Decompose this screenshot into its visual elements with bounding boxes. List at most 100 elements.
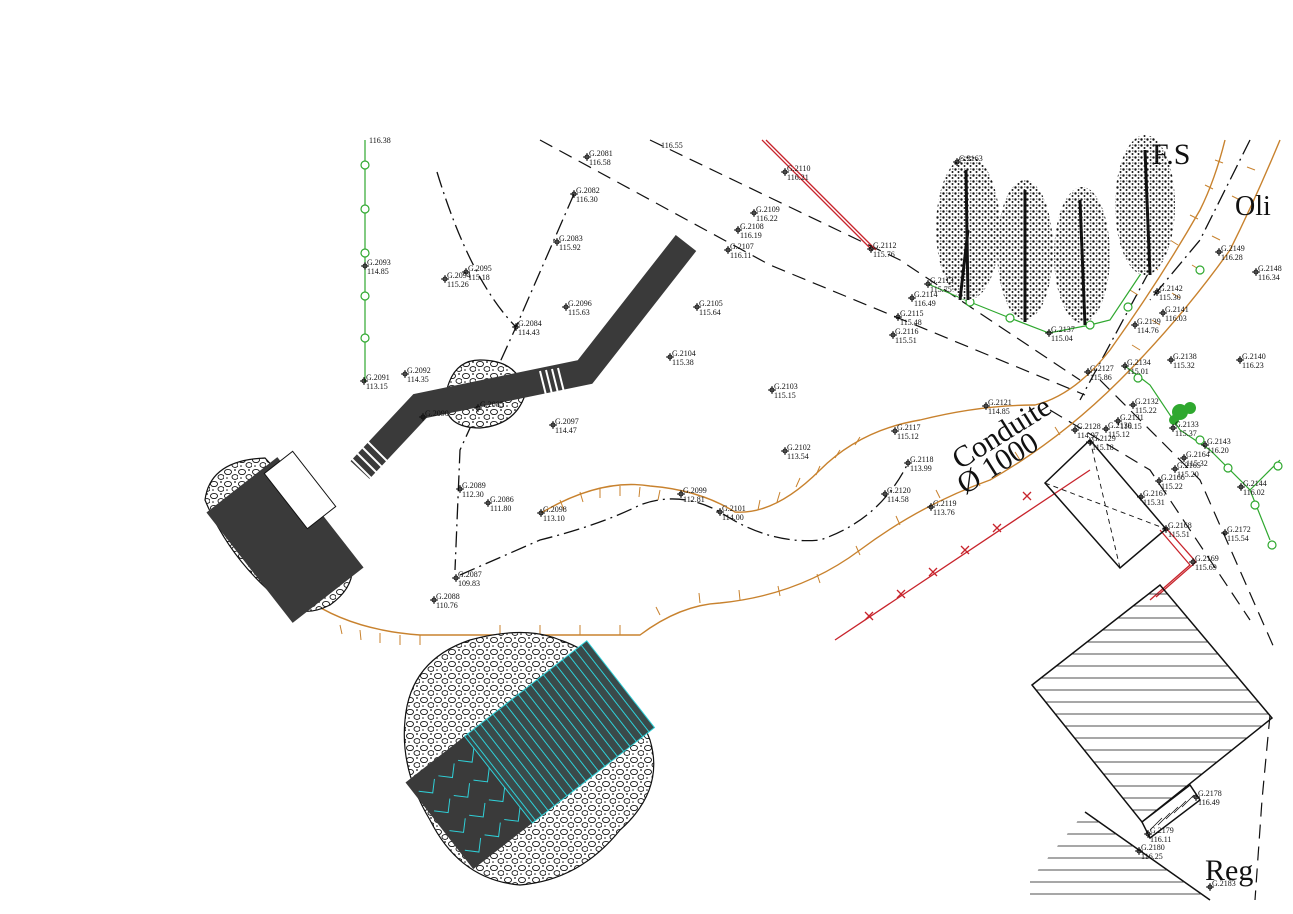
point-id: G.2183 <box>1212 879 1236 888</box>
point-id: G.2082 <box>576 186 600 195</box>
survey-marker-icon <box>1071 426 1079 434</box>
survey-marker-icon <box>1215 248 1223 256</box>
point-id: G.2104 <box>672 349 696 358</box>
point-id: G.2118 <box>910 455 933 464</box>
survey-marker-icon <box>1180 454 1188 462</box>
survey-marker-icon <box>666 353 674 361</box>
point-id: G.2108 <box>740 222 764 231</box>
point-id: G.2164 <box>1186 450 1210 459</box>
survey-marker-icon <box>1102 425 1110 433</box>
survey-marker-icon <box>1136 848 1142 854</box>
survey-marker-icon <box>1193 794 1199 800</box>
survey-marker-icon <box>553 238 561 246</box>
dark-building-left <box>206 450 364 623</box>
survey-marker-icon <box>1121 362 1129 370</box>
survey-marker-icon <box>1129 401 1137 409</box>
survey-marker-icon <box>882 491 888 497</box>
point-id: G.2097 <box>555 417 579 426</box>
survey-marker-icon <box>725 247 731 253</box>
point-id: G.2172 <box>1227 525 1251 534</box>
survey-marker-icon <box>1137 493 1145 501</box>
survey-marker-icon <box>462 268 470 276</box>
point-elevation: 115.20 <box>1177 470 1199 479</box>
tree-icon <box>1054 187 1110 326</box>
survey-marker-icon <box>361 262 369 270</box>
survey-marker-icon <box>419 413 427 421</box>
survey-marker-icon <box>782 169 788 175</box>
survey-marker-icon <box>563 304 569 310</box>
survey-marker-icon <box>1216 249 1222 255</box>
point-elevation: 114.85 <box>367 267 389 276</box>
survey-marker-icon <box>1115 418 1121 424</box>
point-id: G.2099 <box>683 486 707 495</box>
survey-marker-icon <box>1045 329 1053 337</box>
point-id: G.2132 <box>1135 397 1159 406</box>
point-id: G.2166 <box>1161 473 1185 482</box>
survey-marker-icon <box>442 276 448 282</box>
point-id: G.2095 <box>468 264 492 273</box>
point-id: G.2121 <box>988 398 1012 407</box>
point-elevation: 115.48 <box>900 318 922 327</box>
survey-marker-icon <box>927 503 935 511</box>
survey-marker-icon <box>1206 883 1214 891</box>
point-elevation: 115.18 <box>1092 443 1114 452</box>
point-elevation: 111.80 <box>490 504 511 513</box>
tree-row <box>936 135 1175 326</box>
survey-marker-icon <box>1192 793 1200 801</box>
survey-marker-icon <box>1238 484 1244 490</box>
survey-marker-icon <box>1237 483 1245 491</box>
survey-marker-icon <box>667 354 673 360</box>
point-elevation: 115.54 <box>1227 534 1249 543</box>
survey-marker-icon <box>1252 268 1260 276</box>
survey-marker-icon <box>717 509 723 515</box>
survey-marker-icon <box>402 371 408 377</box>
point-id: G.2092 <box>407 366 431 375</box>
survey-marker-icon <box>1163 526 1169 532</box>
point-elevation: 115.92 <box>559 243 581 252</box>
survey-marker-icon <box>1159 309 1167 317</box>
point-id: G.2101 <box>722 504 746 513</box>
elevation-label: 116.38 <box>369 136 391 145</box>
point-elevation: 116.20 <box>1207 446 1229 455</box>
survey-marker-icon <box>420 414 426 420</box>
point-id: G.2169 <box>1195 554 1219 563</box>
survey-marker-icon <box>457 486 463 492</box>
survey-marker-icon <box>890 332 896 338</box>
survey-point: G.2163 <box>953 154 983 166</box>
survey-marker-icon <box>781 168 789 176</box>
survey-marker-icon <box>1172 466 1178 472</box>
point-id: G.2128 <box>1077 422 1101 431</box>
point-id: G.2179 <box>1150 826 1174 835</box>
survey-marker-icon <box>750 209 758 217</box>
point-elevation: 115.76 <box>873 250 895 259</box>
survey-marker-icon <box>751 210 757 216</box>
point-id: G.2131 <box>1120 413 1144 422</box>
point-id: G.2142 <box>1159 284 1183 293</box>
survey-marker-icon <box>1046 330 1052 336</box>
survey-marker-icon <box>1171 465 1179 473</box>
point-id: G.2089 <box>462 481 486 490</box>
tree-icon <box>1115 135 1175 276</box>
point-elevation: 114.43 <box>518 328 540 337</box>
point-id: G.2119 <box>933 499 956 508</box>
survey-marker-icon <box>782 448 788 454</box>
